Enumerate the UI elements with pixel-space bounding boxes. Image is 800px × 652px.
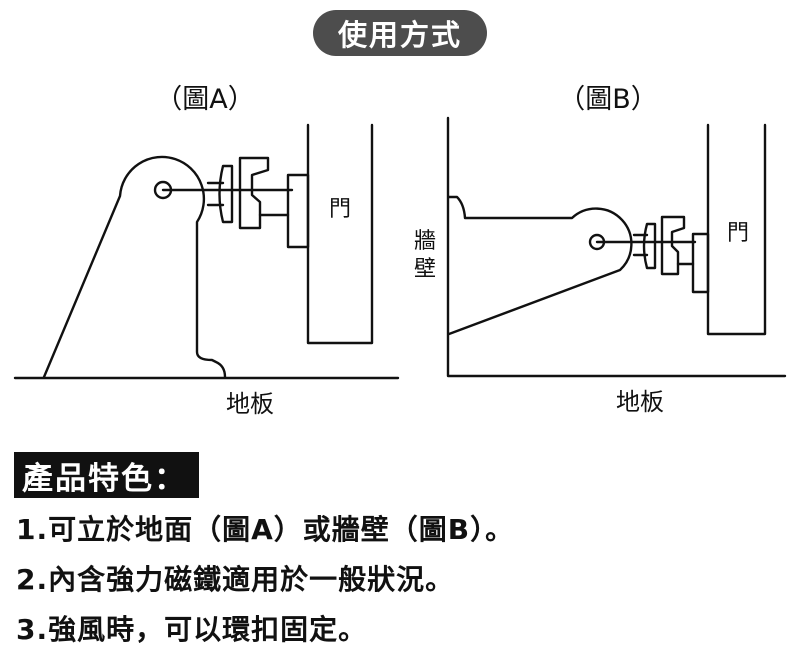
figure-a: （圖A） 門 地板 [13, 84, 400, 418]
figure-b-door-label: 門 [727, 221, 749, 246]
figure-a-floor-label: 地板 [226, 390, 274, 418]
figure-a-caption: （圖A） [155, 84, 254, 115]
figure-b-floor-label: 地板 [616, 388, 664, 416]
feature-item: 1.可立於地面（圖A）或牆壁（圖B）。 [16, 513, 515, 546]
figure-b-magnet [642, 222, 657, 270]
figure-b-wall-label-1: 牆 [414, 229, 436, 254]
features-heading: 產品特色： [22, 460, 187, 497]
feature-item: 2.內含強力磁鐵適用於一般狀況。 [16, 563, 455, 596]
features-heading-badge: 產品特色： [14, 452, 199, 498]
figure-b: （圖B） 門 牆 壁 地板 [414, 84, 787, 416]
figure-a-door-plate [286, 173, 310, 249]
figure-a-door [306, 123, 374, 345]
figure-b-hook [660, 215, 686, 276]
figure-b-wall-label-2: 壁 [414, 257, 436, 282]
usage-title-badge: 使用方式 [313, 10, 487, 56]
figure-b-caption: （圖B） [558, 84, 658, 115]
figure-a-stand [42, 155, 227, 379]
figure-a-door-label: 門 [329, 197, 351, 222]
figure-b-wall-arm [447, 195, 633, 336]
figure-b-wall-floor [446, 116, 787, 378]
usage-diagram: （圖A） 門 地板 （圖B） 門 牆 壁 [13, 84, 787, 418]
usage-title: 使用方式 [337, 18, 462, 52]
figure-a-hook [238, 156, 270, 230]
figure-b-door [706, 123, 767, 336]
figure-a-magnet [218, 164, 234, 224]
feature-item: 3.強風時，可以環扣固定。 [16, 613, 368, 646]
